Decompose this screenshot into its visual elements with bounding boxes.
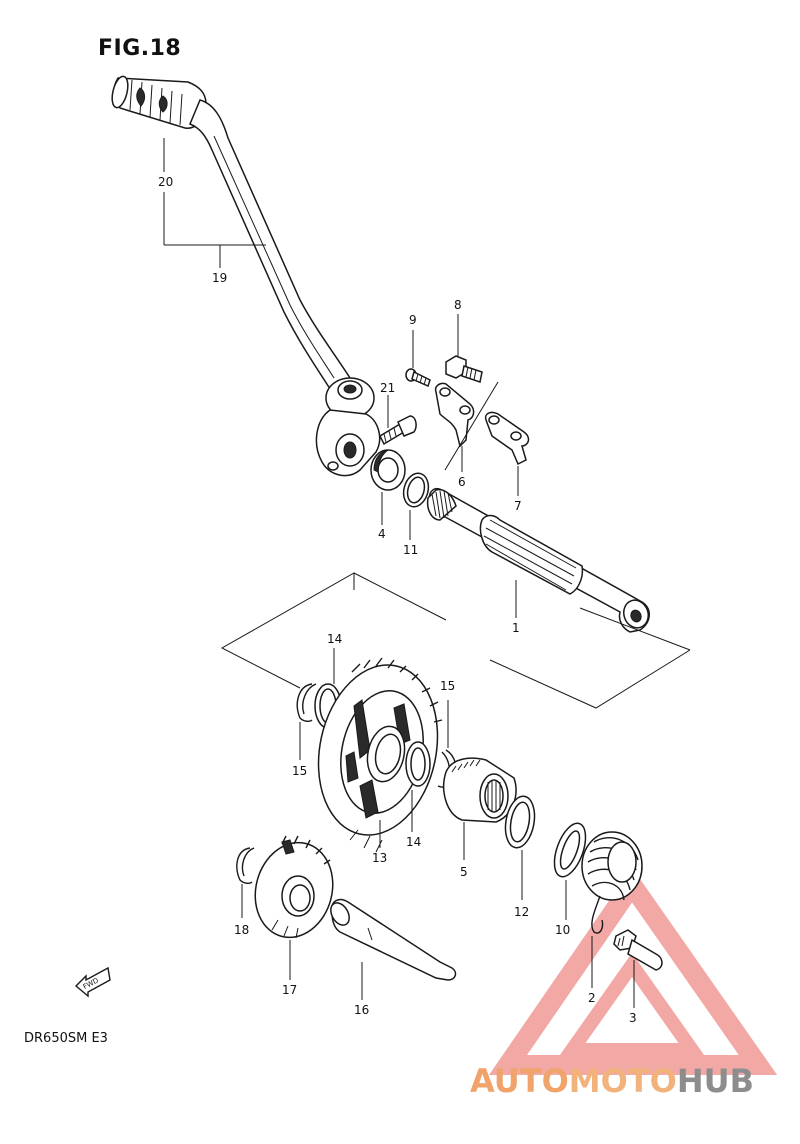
washer-10 bbox=[553, 822, 587, 920]
bolt-8 bbox=[445, 314, 483, 383]
spring-guide-bolt-3 bbox=[613, 929, 663, 1008]
washer-12 bbox=[504, 795, 536, 900]
leader-lines-lever bbox=[163, 138, 266, 268]
callout-3: 3 bbox=[629, 1011, 637, 1025]
circlip-18 bbox=[236, 847, 255, 918]
callout-19: 19 bbox=[212, 271, 227, 285]
callout-11: 11 bbox=[403, 543, 418, 557]
callout-10: 10 bbox=[555, 923, 570, 937]
callout-1: 1 bbox=[512, 621, 520, 635]
callout-7: 7 bbox=[514, 499, 522, 513]
callout-4: 4 bbox=[378, 527, 386, 541]
watermark-triangle bbox=[488, 867, 778, 1075]
kick-spring-2 bbox=[581, 831, 643, 988]
callout-14b: 14 bbox=[406, 835, 421, 849]
kick-grip-rubber bbox=[111, 75, 207, 129]
callout-17: 17 bbox=[282, 983, 297, 997]
callout-8: 8 bbox=[454, 298, 462, 312]
watermark-text: AUTOMOTOHUB bbox=[470, 1062, 755, 1100]
callout-2: 2 bbox=[588, 991, 596, 1005]
screw-9 bbox=[405, 330, 431, 388]
figure-title: FIG.18 bbox=[98, 36, 182, 61]
washer-14-lower bbox=[405, 741, 431, 832]
circlip-15-left bbox=[296, 683, 317, 760]
washer-11 bbox=[402, 472, 430, 540]
callout-18: 18 bbox=[234, 923, 249, 937]
kick-shaft-1 bbox=[426, 488, 650, 633]
bolt-21 bbox=[379, 395, 417, 446]
kick-starter-5 bbox=[442, 757, 517, 860]
callout-15b: 15 bbox=[440, 679, 455, 693]
callout-15a: 15 bbox=[292, 764, 307, 778]
callout-20: 20 bbox=[158, 175, 173, 189]
kick-lever bbox=[111, 75, 381, 477]
callout-14a: 14 bbox=[327, 632, 342, 646]
callout-9: 9 bbox=[409, 313, 417, 327]
fwd-arrow-icon bbox=[74, 966, 111, 998]
callout-21: 21 bbox=[380, 381, 395, 395]
assembly-envelope bbox=[220, 572, 691, 709]
callout-5: 5 bbox=[460, 865, 468, 879]
callout-16: 16 bbox=[354, 1003, 369, 1017]
model-code: DR650SM E3 bbox=[24, 1031, 108, 1046]
bracket-6 bbox=[434, 382, 475, 472]
kick-idle-gear-17 bbox=[254, 835, 334, 980]
idle-gear-shaft-16 bbox=[330, 898, 457, 1000]
callout-13: 13 bbox=[372, 851, 387, 865]
callout-labels: 20 19 9 8 21 6 7 4 11 1 14 15 15 14 13 5… bbox=[82, 175, 637, 1025]
callout-12: 12 bbox=[514, 905, 529, 919]
oil-seal-4 bbox=[370, 449, 406, 525]
kick-driven-gear-13 bbox=[317, 657, 443, 853]
leader-line-bracket bbox=[444, 381, 499, 471]
bracket-7 bbox=[484, 411, 530, 496]
callout-6: 6 bbox=[458, 475, 466, 489]
